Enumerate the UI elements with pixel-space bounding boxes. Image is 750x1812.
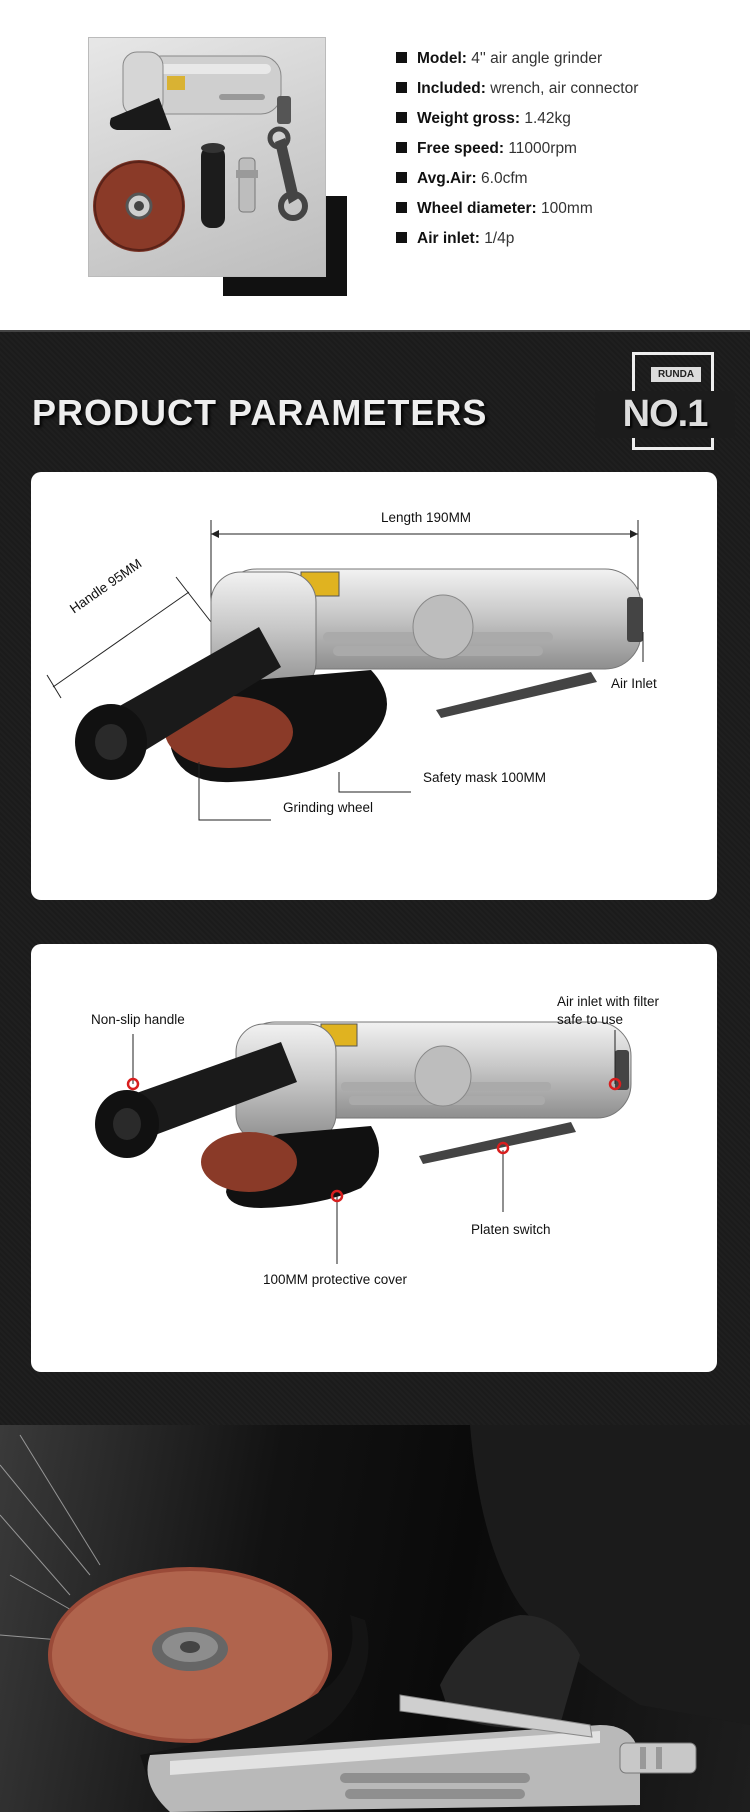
spec-key: Air inlet: — [417, 230, 480, 247]
spec-value: 4'' air angle grinder — [471, 50, 603, 67]
spec-value: 6.0cfm — [481, 170, 528, 187]
parameters-section: PRODUCT PARAMETERS RUNDA NO.1 — [0, 330, 750, 1425]
length-label: Length 190MM — [381, 510, 472, 525]
spec-list: Model: 4'' air angle grinder Included: w… — [396, 48, 638, 258]
spec-item-wheel-diameter: Wheel diameter: 100mm — [396, 198, 638, 228]
spec-item-included: Included: wrench, air connector — [396, 78, 638, 108]
grinder-features-illustration — [95, 1021, 632, 1264]
air-inlet-filter-label: Air inlet with filter — [557, 994, 660, 1009]
square-bullet-icon — [396, 82, 407, 93]
square-bullet-icon — [396, 52, 407, 63]
spec-key: Weight gross: — [417, 110, 521, 127]
grinder-dimension-illustration — [46, 520, 644, 821]
spec-section: Model: 4'' air angle grinder Included: w… — [0, 0, 750, 330]
spec-item-avg-air: Avg.Air: 6.0cfm — [396, 168, 638, 198]
grinding-wheel-label: Grinding wheel — [283, 800, 374, 815]
features-card: Non-slip handle Air inlet with filter sa… — [31, 944, 717, 1372]
spec-key: Wheel diameter: — [417, 200, 537, 217]
spec-key: Free speed: — [417, 140, 505, 157]
spec-value: 100mm — [541, 200, 593, 217]
air-inlet-label: Air Inlet — [611, 676, 657, 691]
protective-cover-label: 100MM protective cover — [263, 1272, 408, 1287]
badge-label: NO.1 — [595, 391, 735, 438]
square-bullet-icon — [396, 202, 407, 213]
spec-key: Avg.Air: — [417, 170, 477, 187]
square-bullet-icon — [396, 112, 407, 123]
kit-photo — [88, 37, 326, 277]
square-bullet-icon — [396, 142, 407, 153]
spec-item-air-inlet: Air inlet: 1/4p — [396, 228, 638, 258]
spec-item-model: Model: 4'' air angle grinder — [396, 48, 638, 78]
square-bullet-icon — [396, 172, 407, 183]
platen-switch-label: Platen switch — [471, 1222, 551, 1237]
dimensions-card: Length 190MM Handle 95MM Air Inlet Safet… — [31, 472, 717, 900]
spec-value: wrench, air connector — [490, 80, 639, 97]
spec-item-free-speed: Free speed: 11000rpm — [396, 138, 638, 168]
no1-badge: RUNDA NO.1 — [595, 352, 735, 450]
square-bullet-icon — [396, 232, 407, 243]
badge-tag: RUNDA — [651, 367, 701, 382]
spec-value: 11000rpm — [508, 140, 577, 157]
spec-value: 1.42kg — [524, 110, 571, 127]
spec-key: Included: — [417, 80, 486, 97]
section-title: PRODUCT PARAMETERS — [32, 392, 488, 433]
safety-mask-label: Safety mask 100MM — [423, 770, 547, 785]
action-photo — [0, 1425, 750, 1812]
spec-item-weight: Weight gross: 1.42kg — [396, 108, 638, 138]
spec-value: 1/4p — [484, 230, 515, 247]
air-inlet-filter-sublabel: safe to use — [557, 1012, 624, 1027]
non-slip-handle-label: Non-slip handle — [91, 1012, 185, 1027]
spec-key: Model: — [417, 50, 467, 67]
